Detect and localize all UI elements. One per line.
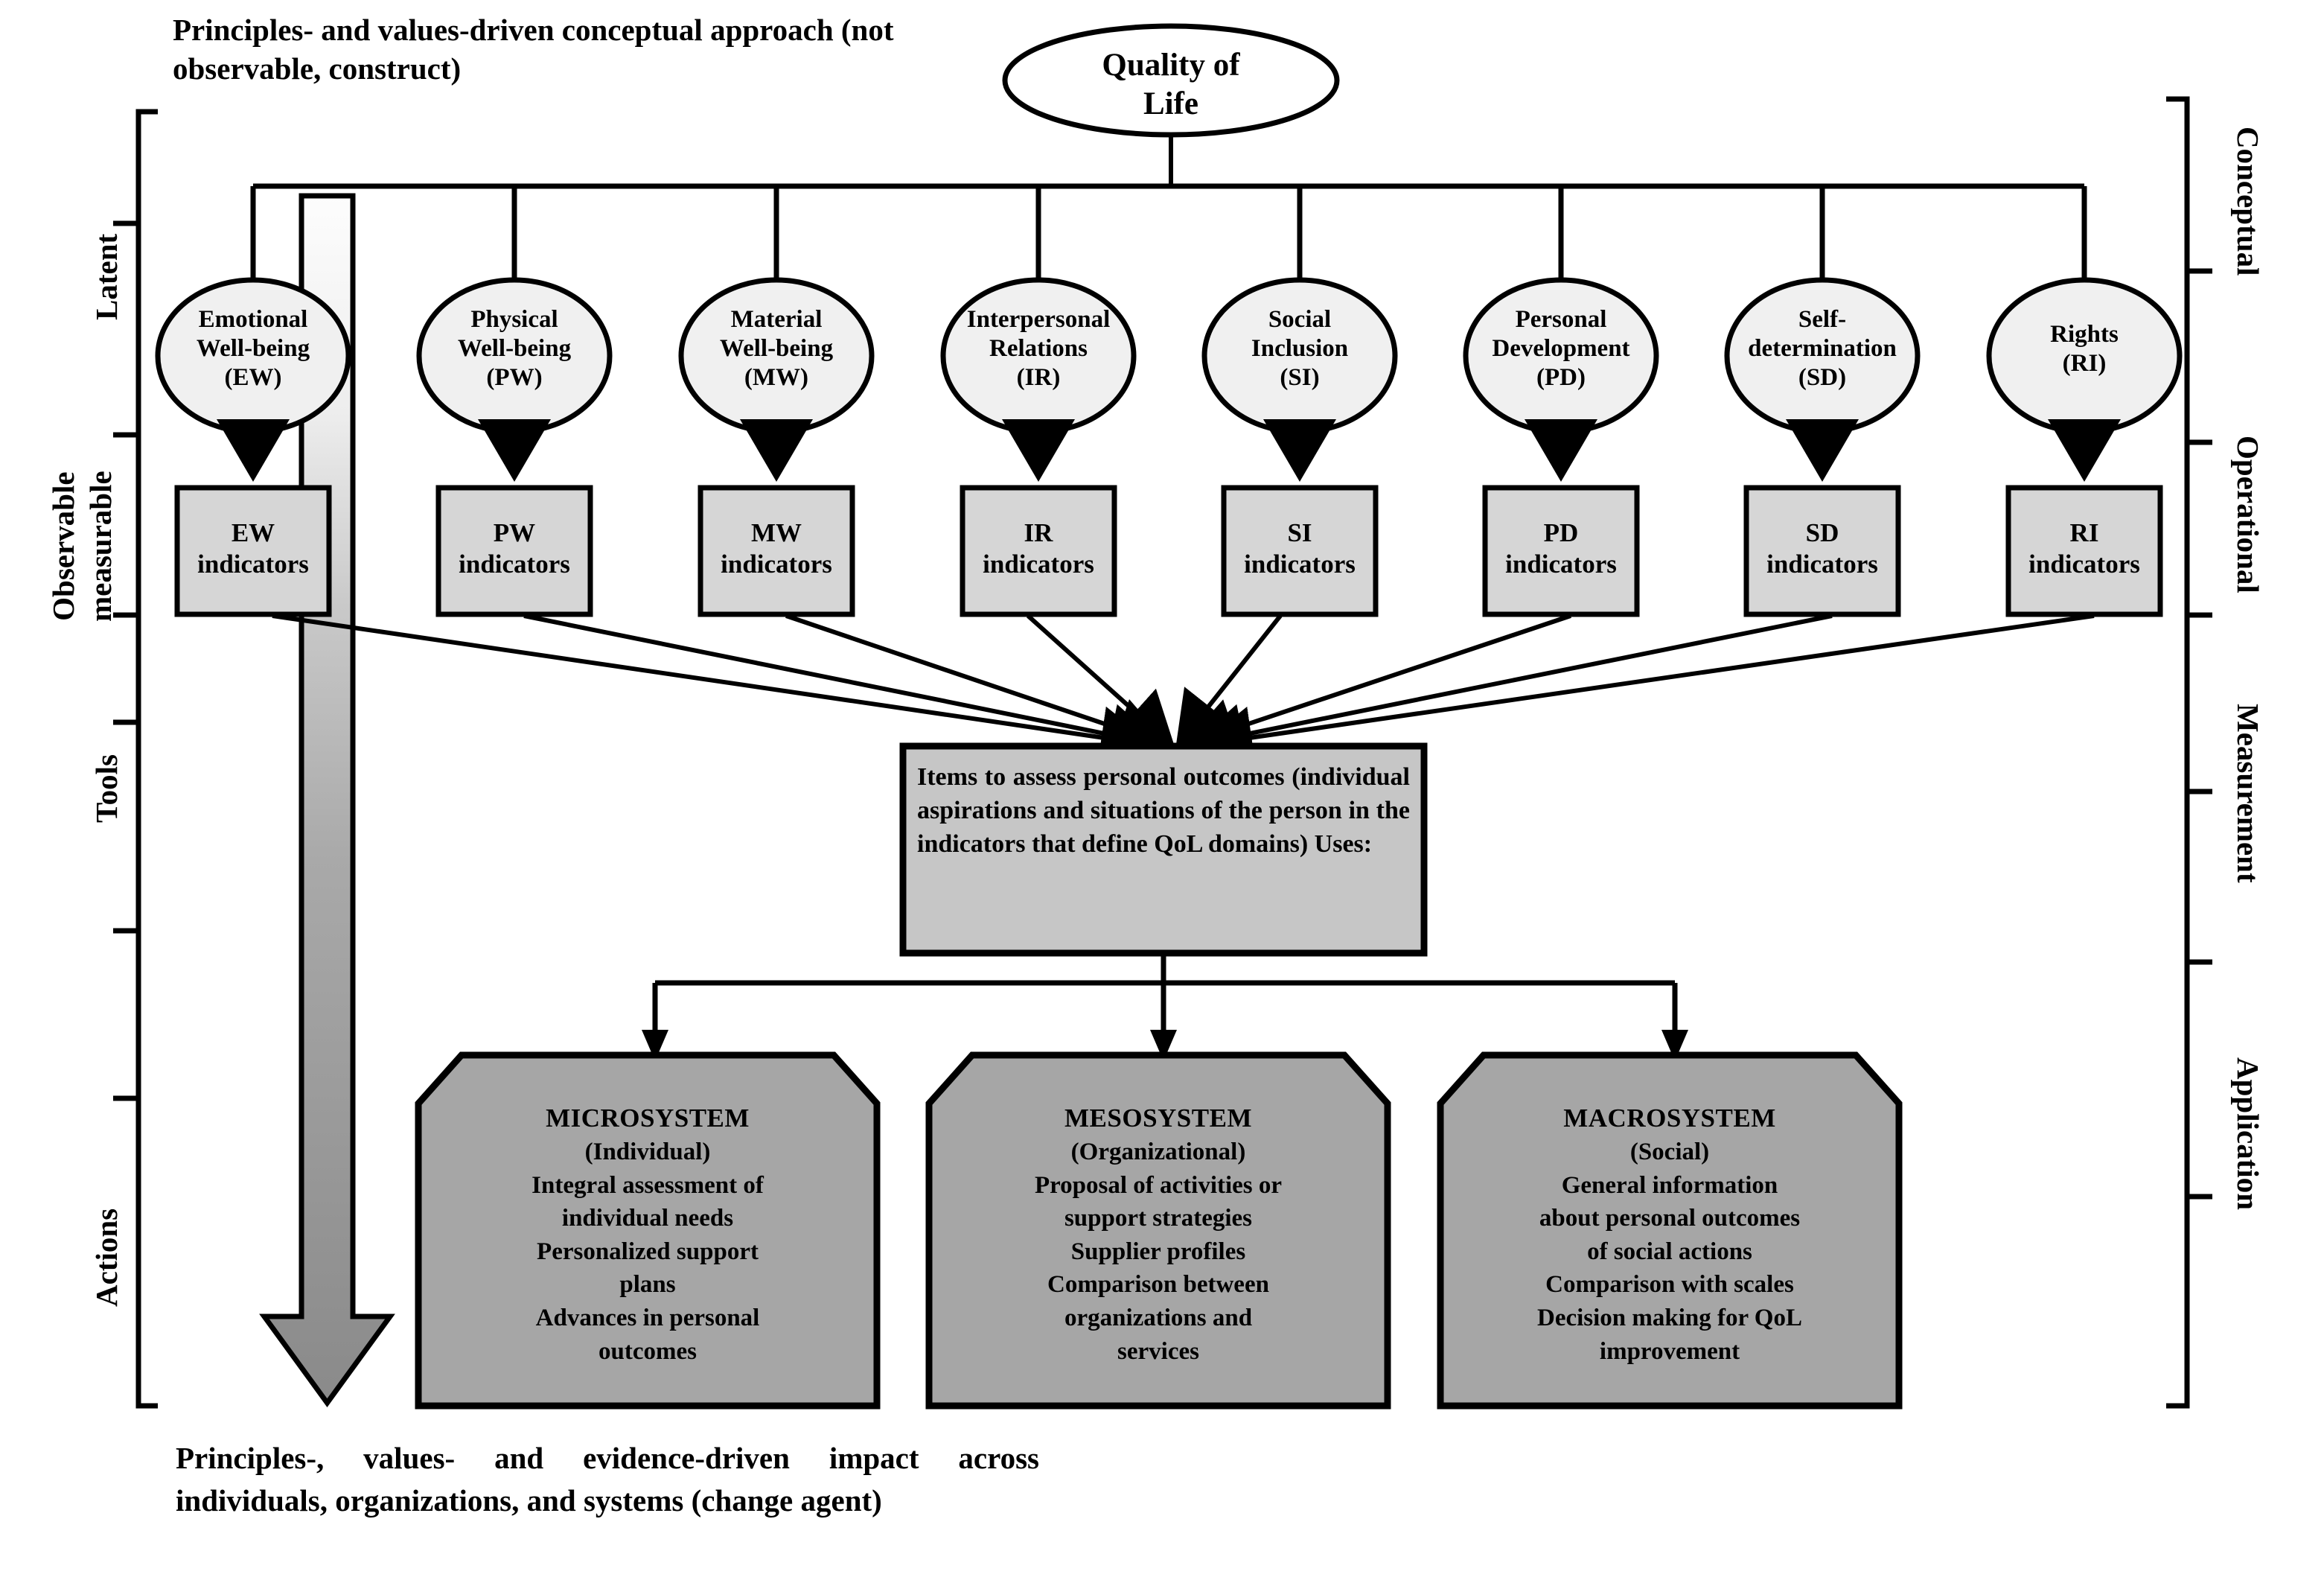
left-axis-bracket — [113, 109, 158, 1409]
domain-SD-line2: determination — [1748, 334, 1897, 362]
items-to-systems-arrowheads — [642, 1030, 1688, 1061]
microsystem-title: MICROSYSTEM — [546, 1104, 750, 1133]
indicator-label-SD: SD indicators — [1766, 518, 1878, 579]
indicator-box-SD — [1743, 485, 1901, 617]
right-axis-label-measurement: Measurement — [2231, 704, 2265, 883]
quality-of-life-label: Quality of Life — [1022, 46, 1320, 123]
domain-MW-line3: (MW) — [744, 363, 809, 391]
microsystem-lines: Integral assessment of individual needs … — [531, 1171, 764, 1365]
qol-line-2: Life — [1143, 86, 1199, 121]
domain-label-SD: Self- determination (SD) — [1717, 305, 1928, 392]
indicator-to-items-lines — [272, 614, 2095, 769]
indicator-box-IR — [960, 485, 1117, 617]
macrosystem-title: MACROSYSTEM — [1563, 1104, 1776, 1133]
domain-label-EW: Emotional Well-being (EW) — [147, 305, 359, 392]
domain-distribution-bus — [250, 183, 2087, 280]
indicator-label-RI: RI indicators — [2028, 518, 2140, 579]
right-axis-label-conceptual: Conceptual — [2231, 127, 2265, 276]
domain-label-SI: Social Inclusion (SI) — [1194, 305, 1405, 392]
domain-to-indicator-arrows — [217, 419, 2121, 482]
impact-flow-arrow — [259, 193, 395, 1407]
indicator-box-PW — [435, 485, 593, 617]
macrosystem-lines: General information about personal outco… — [1537, 1171, 1802, 1365]
domain-PW-line1: Physical — [470, 306, 558, 333]
domain-SD-line3: (SD) — [1798, 363, 1847, 391]
domain-PW-line3: (PW) — [486, 363, 543, 391]
domain-SI-line1: Social — [1268, 306, 1332, 333]
indicator-box-RI — [2005, 485, 2163, 617]
items-to-systems-connector — [652, 953, 1678, 1039]
domain-PD-line1: Personal — [1515, 306, 1607, 333]
domain-EW-line2: Well-being — [196, 334, 310, 362]
footer-caption: Principles-, values- and evidence-driven… — [176, 1441, 1039, 1518]
system-text-microsystem: MICROSYSTEM (Individual) Integral assess… — [421, 1101, 874, 1368]
items-to-assess-box — [899, 742, 1428, 957]
domain-label-MW: Material Well-being (MW) — [671, 305, 882, 392]
domain-ellipses — [155, 277, 2183, 435]
domain-label-PD: Personal Development (PD) — [1455, 305, 1667, 392]
domain-label-RI: Rights (RI) — [1979, 320, 2190, 378]
domain-IR-line3: (IR) — [1016, 363, 1061, 391]
system-text-mesosystem: MESOSYSTEM (Organizational) Proposal of … — [932, 1101, 1385, 1368]
indicator-label-IR: IR indicators — [983, 518, 1094, 579]
left-axis-label-latent: Latent — [89, 233, 124, 320]
left-axis-label-tools: Tools — [89, 754, 124, 823]
indicator-box-EW — [174, 485, 332, 617]
microsystem-subtitle: (Individual) — [584, 1139, 711, 1166]
indicator-label-MW: MW indicators — [721, 518, 832, 579]
domain-PD-line3: (PD) — [1536, 363, 1586, 391]
domain-SD-line1: Self- — [1798, 306, 1847, 333]
right-axis-label-application: Application — [2231, 1057, 2265, 1211]
domain-IR-line2: Relations — [989, 334, 1088, 362]
mesosystem-title: MESOSYSTEM — [1064, 1104, 1252, 1133]
domain-MW-line2: Well-being — [719, 334, 834, 362]
domain-EW-line1: Emotional — [198, 306, 308, 333]
right-axis-label-operational: Operational — [2231, 436, 2265, 593]
indicator-boxes — [174, 485, 2163, 617]
indicator-box-MW — [697, 485, 855, 617]
domain-label-PW: Physical Well-being (PW) — [409, 305, 620, 392]
domain-SI-line2: Inclusion — [1251, 334, 1349, 362]
items-to-assess-text: Items to assess personal outcomes (indiv… — [917, 763, 1410, 858]
system-text-macrosystem: MACROSYSTEM (Social) General information… — [1443, 1101, 1896, 1368]
right-axis-bracket — [2166, 96, 2212, 1409]
mesosystem-subtitle: (Organizational) — [1070, 1139, 1246, 1166]
domain-IR-line1: Interpersonal — [966, 306, 1111, 333]
left-axis-label-observable: Observable measurable — [46, 471, 118, 622]
indicator-label-PW: PW indicators — [459, 518, 570, 579]
system-boxes — [415, 1051, 1903, 1410]
domain-MW-line1: Material — [730, 306, 823, 333]
domain-label-IR: Interpersonal Relations (IR) — [933, 305, 1144, 392]
domain-RI-line2: (RI) — [2062, 349, 2107, 377]
left-axis-label-actions: Actions — [89, 1208, 124, 1307]
macrosystem-subtitle: (Social) — [1629, 1139, 1710, 1166]
indicator-label-SI: SI indicators — [1244, 518, 1356, 579]
domain-SI-line3: (SI) — [1280, 363, 1320, 391]
header-note: Principles- and values-driven conceptual… — [173, 13, 894, 86]
quality-of-life-node — [1002, 23, 1340, 186]
qol-line-1: Quality of — [1102, 48, 1240, 83]
mesosystem-lines: Proposal of activities or support strate… — [1034, 1171, 1283, 1365]
domain-EW-line3: (EW) — [224, 363, 282, 391]
domain-PD-line2: Development — [1492, 334, 1630, 362]
indicator-label-EW: EW indicators — [197, 518, 309, 579]
domain-PW-line2: Well-being — [457, 334, 572, 362]
indicator-box-SI — [1221, 485, 1379, 617]
indicator-box-PD — [1482, 485, 1640, 617]
indicator-label-PD: PD indicators — [1505, 518, 1617, 579]
domain-RI-line1: Rights — [2050, 321, 2119, 348]
